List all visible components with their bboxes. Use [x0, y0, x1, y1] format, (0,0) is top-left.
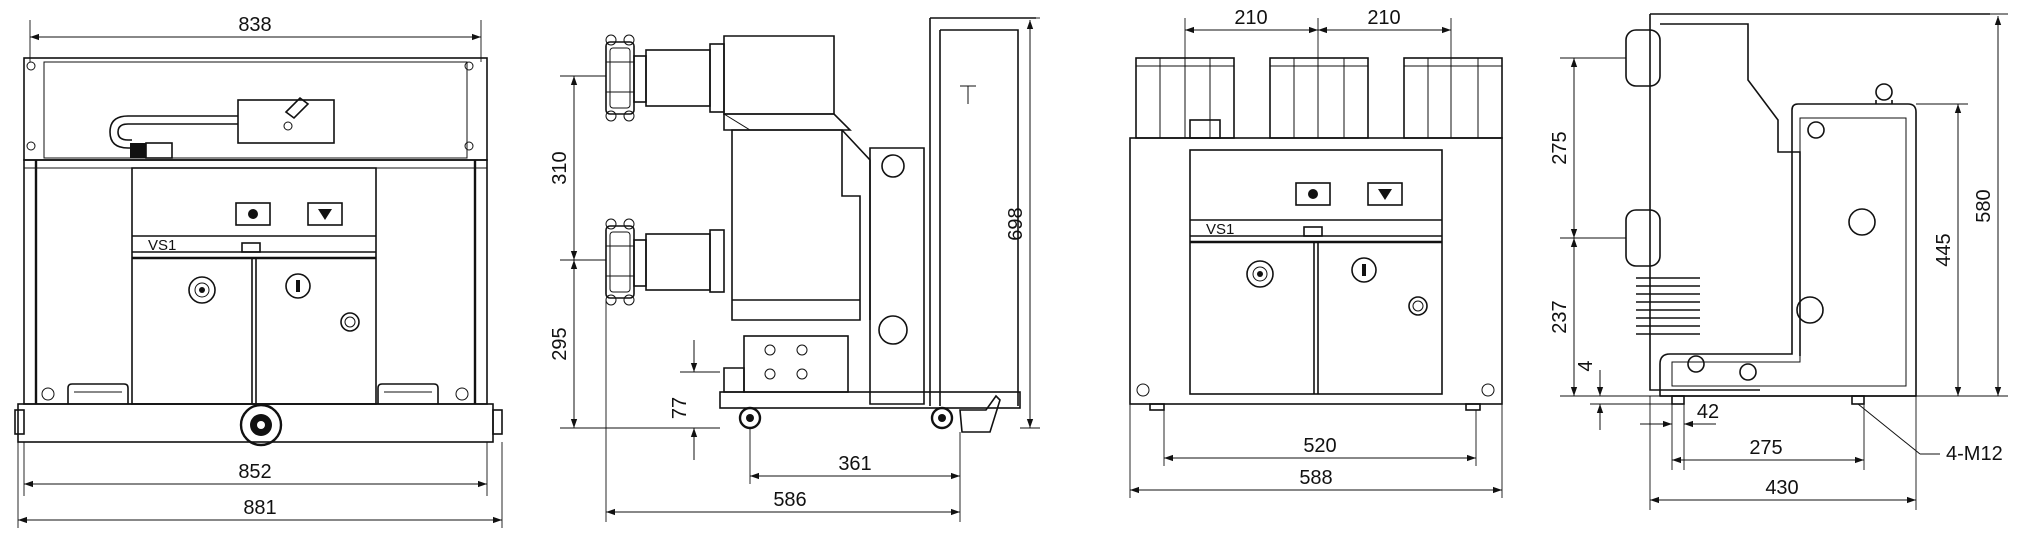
dim-rear-depth-label: 430	[1765, 477, 1798, 499]
front-top-panel	[23, 57, 488, 161]
operating-handle-box	[237, 99, 335, 144]
dim-base-height-label: 77	[669, 397, 691, 419]
dim-rear-upper-label: 275	[1549, 131, 1571, 164]
pole-middle	[1269, 57, 1369, 139]
dim-mount-height-label: 445	[1933, 233, 1955, 266]
bolt-leader	[1857, 403, 1921, 455]
front-close-indicator	[235, 202, 271, 226]
side-view: 310 295 77 698 361 586	[549, 17, 1040, 522]
front-indicator-lamp	[340, 312, 360, 332]
front-body-open-indicator	[1367, 182, 1403, 206]
front-body-close-indicator	[1295, 182, 1331, 206]
rear-mechanism-housing	[1659, 103, 1917, 397]
dim-rear-lower-label: 237	[1549, 300, 1571, 333]
dim-lower-terminal-label: 295	[549, 327, 571, 360]
side-wheel-rear	[930, 406, 954, 430]
side-pole-body	[731, 129, 861, 321]
front-view: 838 VS1	[14, 14, 503, 528]
front-open-knob	[285, 273, 311, 299]
front-foot-right	[377, 383, 439, 404]
dim-inner-width-label: 520	[1303, 435, 1336, 457]
side-frame	[869, 147, 925, 405]
front-body-view: 210 210	[1129, 7, 1503, 498]
dim-overall-height-label: 698	[1005, 207, 1027, 240]
front-foot-left	[67, 383, 129, 404]
rear-cooling-fins	[1636, 277, 1700, 335]
dim-rear-small-label: 4	[1575, 360, 1597, 371]
side-upper-housing	[723, 35, 835, 115]
rear-body-outline	[1649, 14, 1760, 391]
dim-rear-overall-height-label: 580	[1973, 189, 1995, 222]
front-chassis-crank	[239, 403, 283, 447]
side-latch	[959, 394, 1001, 433]
side-upper-contact	[605, 34, 725, 122]
dim-width-frame-label: 852	[238, 461, 271, 483]
pole-right	[1403, 57, 1503, 139]
dim-width-top-label: 838	[238, 14, 271, 36]
rear-lifting-eye	[1875, 83, 1893, 101]
front-window	[241, 242, 261, 253]
operating-lever	[284, 96, 310, 120]
side-lower-contact	[605, 218, 725, 306]
rear-side-view: 275 237 4 445 580 42 275 430 4-M12	[1549, 13, 2008, 510]
front-body-model-label: VS1	[1206, 221, 1234, 238]
dim-pitch-right-label: 210	[1367, 7, 1400, 29]
front-model-label: VS1	[148, 237, 176, 254]
side-trolley	[719, 391, 1021, 409]
dim-pole-pitch-label: 310	[549, 151, 571, 184]
front-terminal-block	[130, 143, 146, 158]
rear-lower-bushing	[1625, 209, 1661, 267]
front-body-panel	[1189, 149, 1443, 395]
side-mechanism-plate	[743, 335, 849, 393]
dim-hole-span-label: 275	[1749, 437, 1782, 459]
front-body-open-knob	[1351, 257, 1377, 283]
front-open-indicator	[307, 202, 343, 226]
rear-upper-bushing	[1625, 29, 1661, 87]
dim-offset-label: 42	[1697, 401, 1719, 423]
dim-pitch-left-label: 210	[1234, 7, 1267, 29]
front-body-close-knob	[1246, 260, 1274, 288]
front-body-housing	[1129, 137, 1503, 405]
front-close-knob	[188, 276, 216, 304]
dim-overall-depth-label: 586	[773, 489, 806, 511]
dim-overall-width-label: 588	[1299, 467, 1332, 489]
front-top-inner	[43, 61, 468, 159]
linkage-hose	[109, 115, 238, 149]
dim-wheel-span-label: 361	[838, 453, 871, 475]
bolt-spec-label: 4-M12	[1946, 443, 2003, 465]
dim-width-overall-label: 881	[243, 497, 276, 519]
